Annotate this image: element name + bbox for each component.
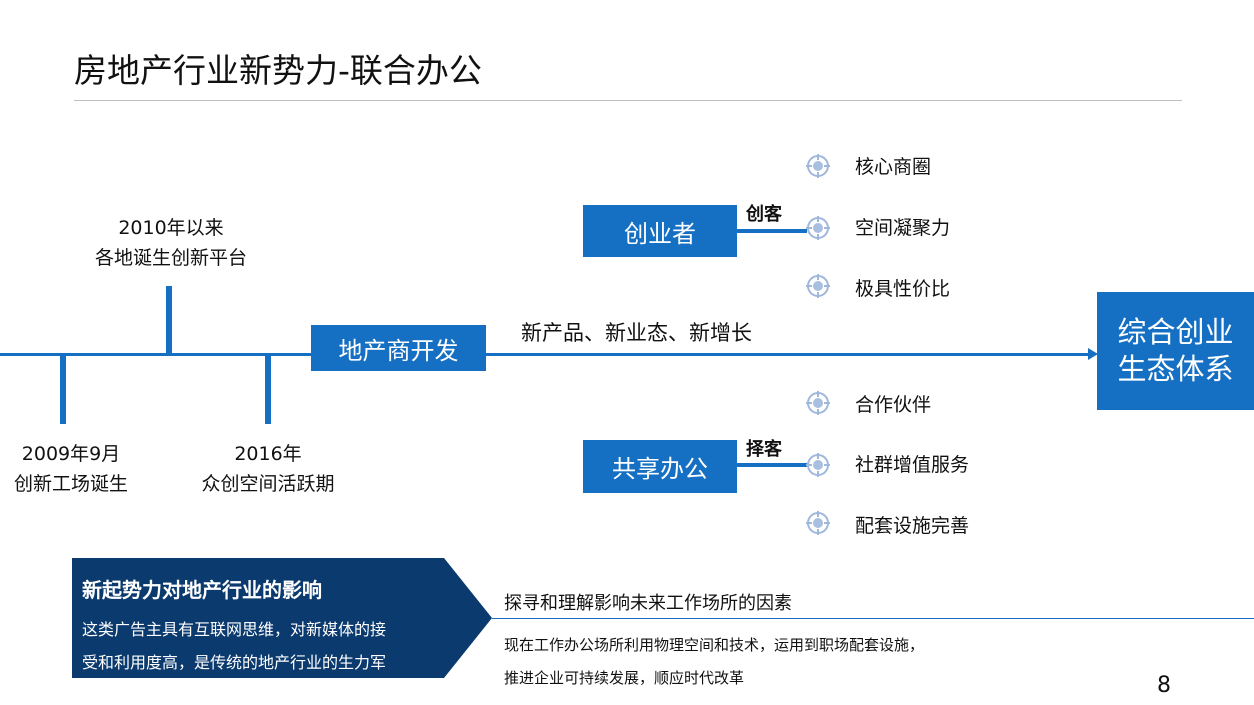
timeline-tick-2010 xyxy=(166,286,172,354)
ecosystem-box: 综合创业 生态体系 xyxy=(1097,292,1254,410)
timeline-label-2010: 2010年以来 各地诞生创新平台 xyxy=(70,213,272,273)
target-icon xyxy=(806,154,830,178)
developer-box: 地产商开发 xyxy=(311,325,486,371)
entrepreneur-connector xyxy=(737,229,807,233)
lower-item-1: 合作伙伴 xyxy=(855,394,932,416)
upper-item-2: 空间凝聚力 xyxy=(855,217,951,239)
timeline-label-2009-desc: 创新工场诞生 xyxy=(13,473,128,495)
timeline-label-2010-desc: 各地诞生创新平台 xyxy=(94,247,247,269)
timeline-label-2009: 2009年9月 创新工场诞生 xyxy=(0,439,142,499)
entrepreneur-box: 创业者 xyxy=(583,205,737,257)
target-icon xyxy=(806,453,830,477)
upper-item-1: 核心商圈 xyxy=(855,156,932,178)
shared-office-tag: 择客 xyxy=(746,439,782,460)
explore-line-2: 推进企业可持续发展，顺应时代改革 xyxy=(504,669,745,687)
target-icon xyxy=(806,216,830,240)
timeline-arrow-icon xyxy=(1088,348,1098,360)
timeline-label-2016: 2016年 众创空间活跃期 xyxy=(188,439,348,499)
upper-item-3: 极具性价比 xyxy=(855,278,951,300)
impact-panel xyxy=(72,558,444,678)
target-icon xyxy=(806,274,830,298)
impact-line-2: 受和利用度高，是传统的地产行业的生力军 xyxy=(82,653,387,672)
timeline-label-2016-year: 2016年 xyxy=(234,443,302,465)
shared-office-box: 共享办公 xyxy=(583,440,737,493)
explore-title: 探寻和理解影响未来工作场所的因素 xyxy=(504,593,792,614)
impact-line-1: 这类广告主具有互联网思维，对新媒体的接 xyxy=(82,620,387,639)
timeline-tick-2009 xyxy=(60,356,66,424)
target-icon xyxy=(806,511,830,535)
shared-office-connector xyxy=(737,463,807,467)
timeline-tick-2016 xyxy=(265,356,271,424)
target-icon xyxy=(806,391,830,415)
title-divider xyxy=(74,100,1182,101)
page-number: 8 xyxy=(1157,673,1171,698)
growth-text: 新产品、新业态、新增长 xyxy=(521,321,752,345)
ecosystem-line1: 综合创业 xyxy=(1117,315,1234,349)
impact-title: 新起势力对地产行业的影响 xyxy=(82,578,322,602)
impact-arrow-icon xyxy=(444,558,492,678)
explore-line-1: 现在工作办公场所利用物理空间和技术，运用到职场配套设施， xyxy=(504,636,925,654)
ecosystem-line2: 生态体系 xyxy=(1117,352,1234,386)
lower-item-2: 社群增值服务 xyxy=(855,454,970,476)
timeline-label-2016-desc: 众创空间活跃期 xyxy=(201,473,335,495)
timeline-label-2009-year: 2009年9月 xyxy=(21,443,121,465)
lower-item-3: 配套设施完善 xyxy=(855,515,970,537)
page-title: 房地产行业新势力-联合办公 xyxy=(74,51,482,90)
explore-divider xyxy=(492,618,1254,619)
entrepreneur-tag: 创客 xyxy=(746,204,782,225)
timeline-axis xyxy=(0,353,1092,356)
timeline-label-2010-year: 2010年以来 xyxy=(118,217,224,239)
